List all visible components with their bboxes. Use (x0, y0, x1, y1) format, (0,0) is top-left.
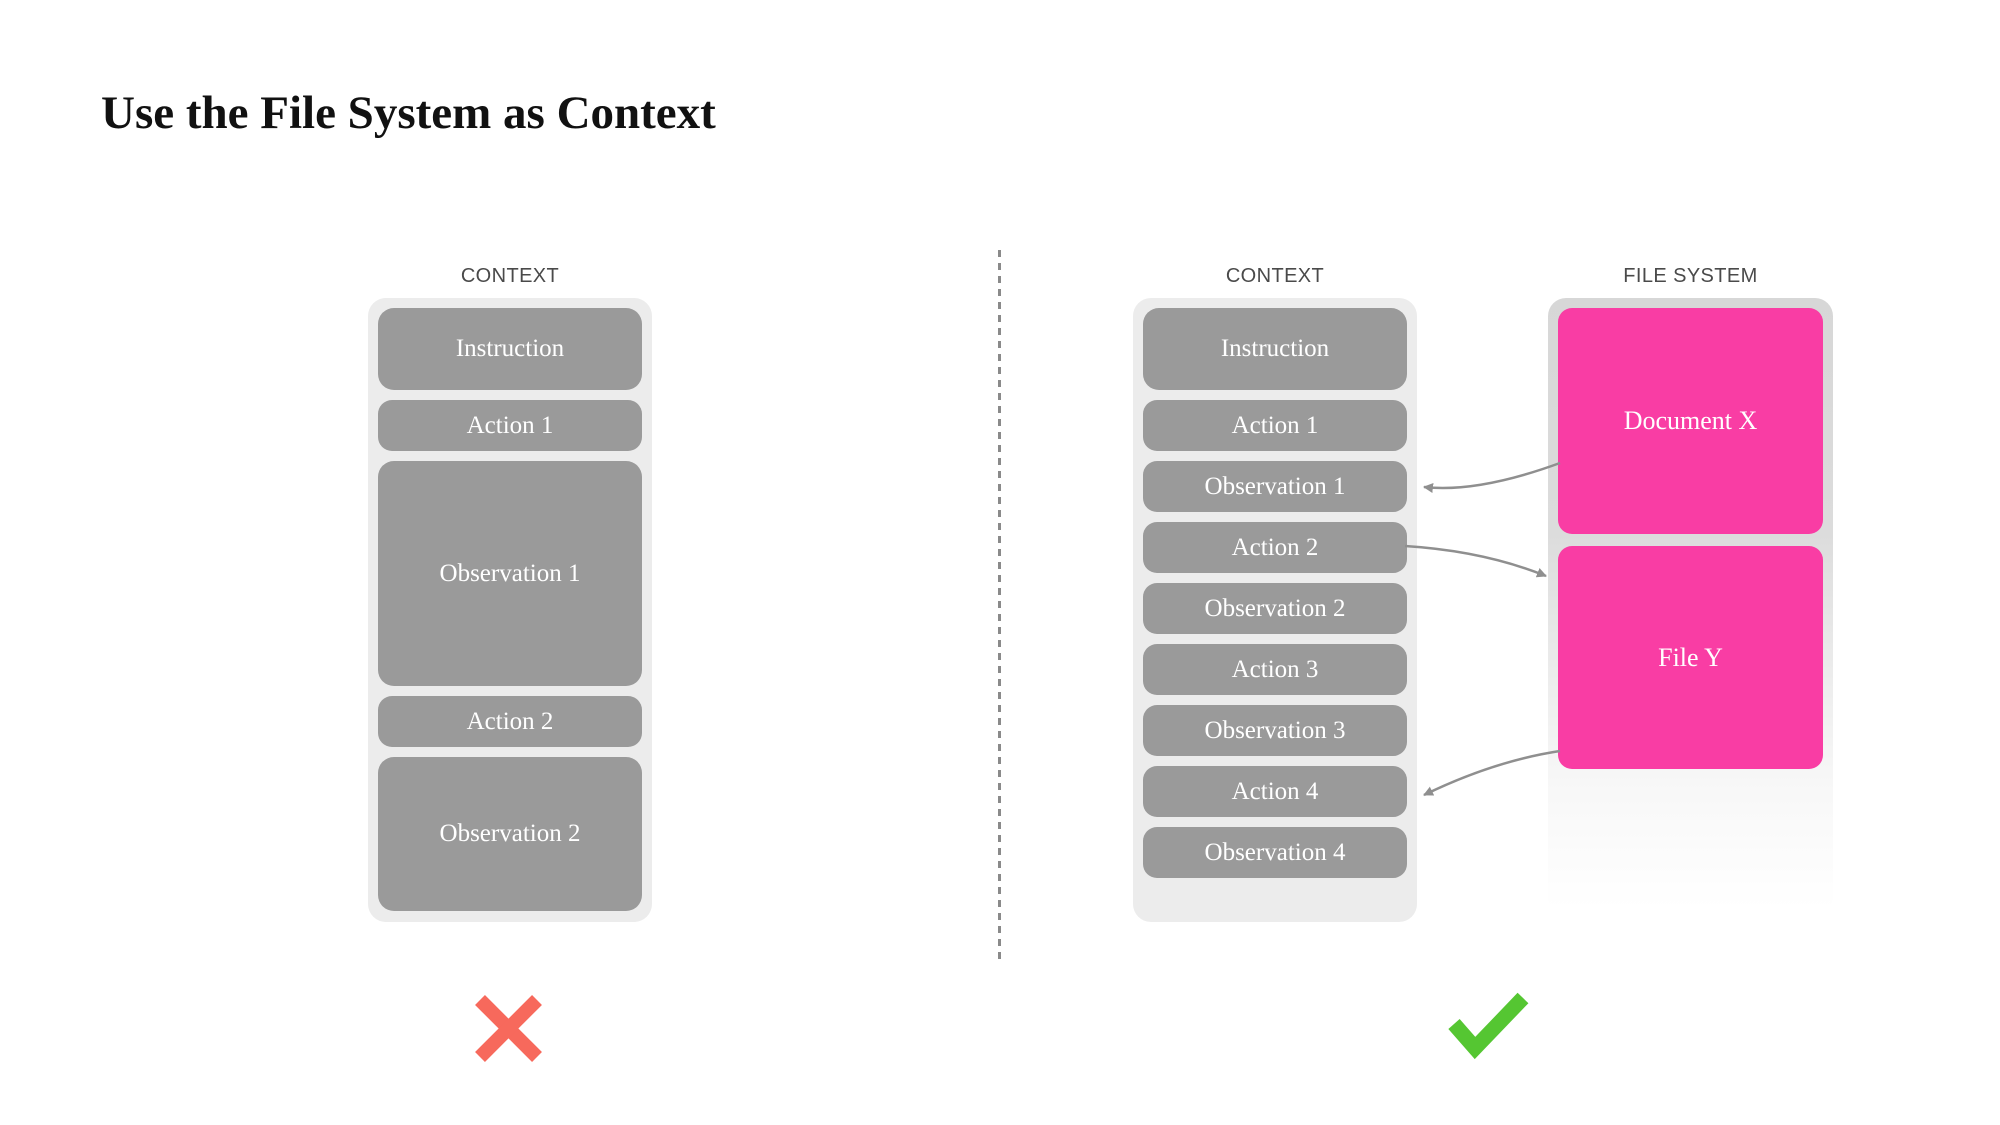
context-node-observation-3: Observation 3 (1143, 705, 1407, 756)
dashed-divider-line (998, 250, 1001, 962)
cross-icon (475, 995, 542, 1062)
arrow-documentx-to-observation1 (1423, 461, 1561, 493)
context-node-action-1: Action 1 (1143, 400, 1407, 451)
context-node-observation-4: Observation 4 (1143, 827, 1407, 878)
context-node-action-4: Action 4 (1143, 766, 1407, 817)
arrow-action2-to-filey (1404, 544, 1547, 578)
context-node-observation-2: Observation 2 (1143, 583, 1407, 634)
context-node-action-1: Action 1 (378, 400, 642, 451)
context-node-observation-2: Observation 2 (378, 757, 642, 911)
file-node-document-x: Document X (1558, 308, 1823, 534)
context-node-instruction: Instruction (1143, 308, 1407, 390)
arrow-filey-to-action4 (1423, 749, 1561, 797)
file-system-label: FILE SYSTEM (1623, 265, 1758, 287)
context-node-action-2: Action 2 (378, 696, 642, 747)
file-system-container: Document X File Y (1548, 298, 1833, 916)
context-node-action-2: Action 2 (1143, 522, 1407, 573)
context-node-observation-1: Observation 1 (1143, 461, 1407, 512)
left-context-label: CONTEXT (460, 265, 560, 287)
left-context-container: Instruction Action 1 Observation 1 Actio… (368, 298, 652, 922)
page-title: Use the File System as Context (101, 87, 716, 139)
check-icon (1448, 992, 1529, 1060)
context-node-observation-1: Observation 1 (378, 461, 642, 686)
context-node-action-3: Action 3 (1143, 644, 1407, 695)
right-context-container: Instruction Action 1 Observation 1 Actio… (1133, 298, 1417, 922)
file-node-file-y: File Y (1558, 546, 1823, 769)
context-node-instruction: Instruction (378, 308, 642, 390)
right-context-label: CONTEXT (1225, 265, 1325, 287)
